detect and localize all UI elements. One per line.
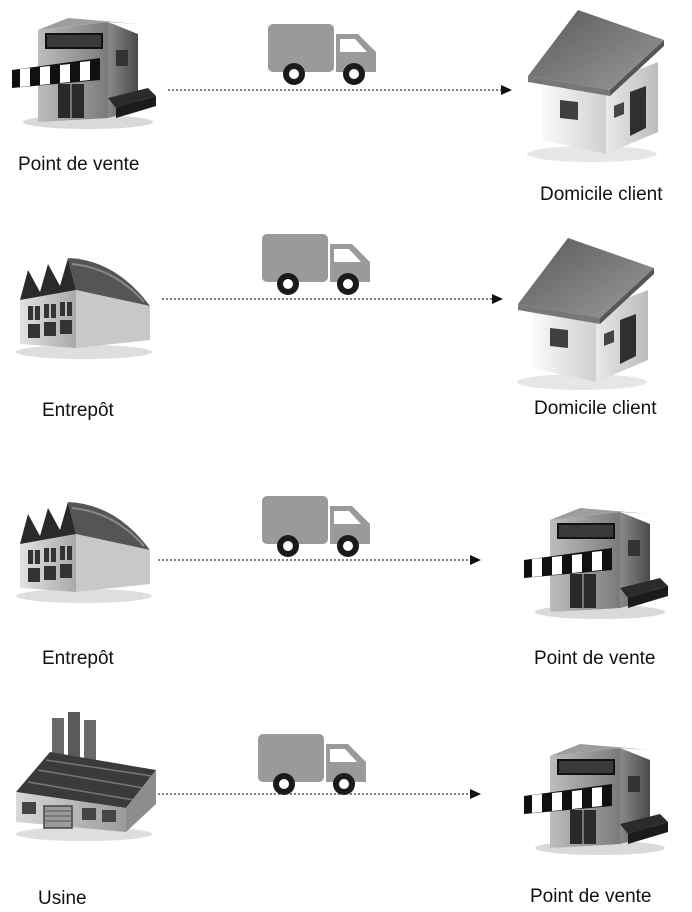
truck-icon bbox=[260, 494, 372, 560]
house-icon bbox=[512, 232, 662, 392]
shop-icon bbox=[8, 10, 158, 130]
destination-label: Domicile client bbox=[534, 398, 657, 419]
flow-arrow bbox=[168, 84, 514, 96]
shop-icon bbox=[520, 736, 670, 856]
truck-icon bbox=[266, 22, 378, 88]
destination-label: Domicile client bbox=[540, 184, 663, 205]
source-label: Usine bbox=[38, 888, 87, 909]
destination-label: Point de vente bbox=[534, 648, 656, 669]
source-label: Point de vente bbox=[18, 154, 140, 175]
truck-icon bbox=[260, 232, 372, 298]
shop-icon bbox=[520, 500, 670, 620]
truck-icon bbox=[256, 732, 368, 798]
flow-arrow bbox=[158, 554, 484, 566]
warehouse-icon bbox=[6, 240, 156, 360]
destination-label: Point de vente bbox=[530, 886, 652, 907]
flow-arrow bbox=[162, 293, 506, 305]
source-label: Entrepôt bbox=[42, 400, 114, 421]
source-label: Entrepôt bbox=[42, 648, 114, 669]
factory-icon bbox=[6, 712, 156, 842]
house-icon bbox=[522, 4, 672, 164]
warehouse-icon bbox=[6, 484, 156, 604]
flow-arrow bbox=[158, 788, 484, 800]
